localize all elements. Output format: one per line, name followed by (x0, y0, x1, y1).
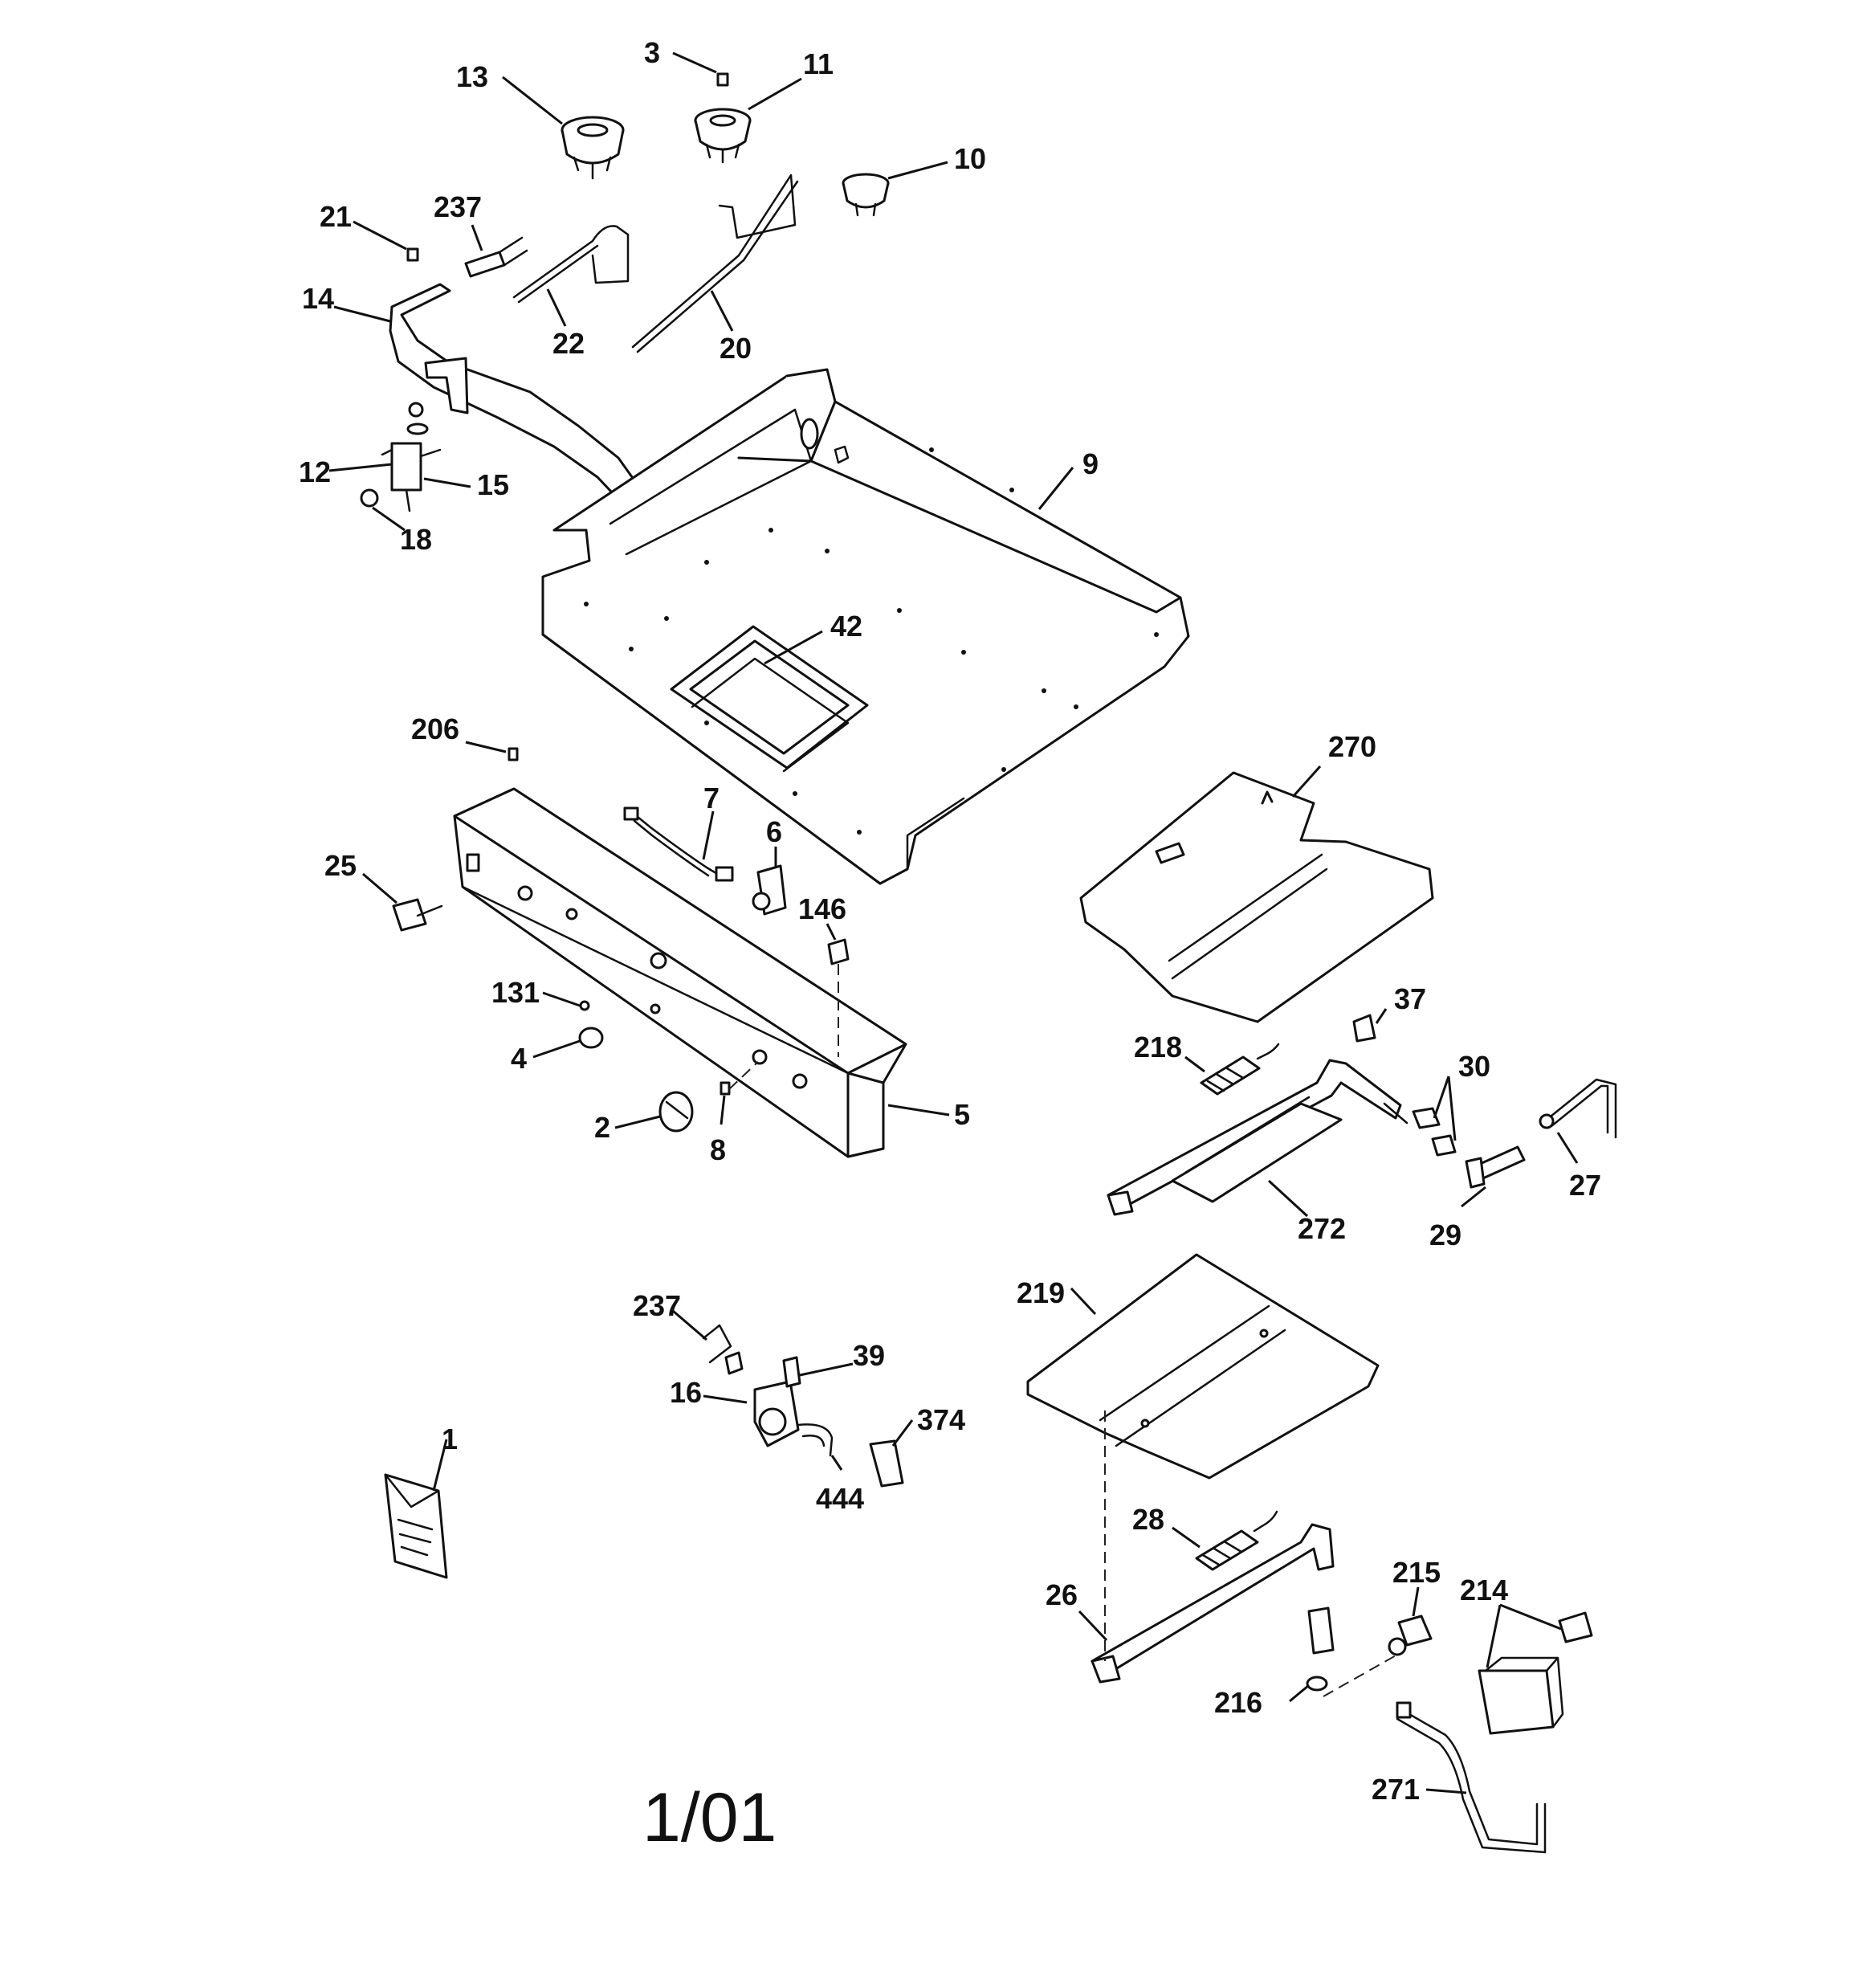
label-131: 131 (491, 976, 540, 1009)
label-271: 271 (1372, 1773, 1420, 1806)
label-237-top: 237 (434, 190, 482, 223)
gas-tube-20 (631, 173, 799, 353)
label-42: 42 (830, 610, 862, 643)
label-218: 218 (1134, 1031, 1182, 1063)
part-146 (827, 938, 850, 1057)
fittings-30 (1412, 1107, 1457, 1157)
label-219: 219 (1017, 1276, 1065, 1309)
label-1: 1 (442, 1423, 458, 1455)
label-444: 444 (816, 1482, 864, 1515)
bracket-37 (1352, 1014, 1376, 1043)
label-21: 21 (320, 200, 352, 233)
label-214: 214 (1460, 1574, 1508, 1606)
label-10: 10 (954, 142, 986, 175)
label-28: 28 (1132, 1503, 1164, 1536)
knob-2 (658, 1091, 694, 1133)
burner-head-13 (561, 116, 625, 180)
cover-plate-42 (670, 625, 869, 773)
label-4: 4 (511, 1042, 527, 1075)
label-39: 39 (853, 1339, 885, 1372)
label-22: 22 (552, 327, 585, 360)
tray-holes (584, 447, 1159, 835)
label-18: 18 (400, 523, 432, 556)
label-11: 11 (803, 47, 834, 80)
label-9: 9 (1082, 447, 1099, 480)
switch-6 (752, 864, 787, 916)
burner-head-10 (842, 173, 890, 217)
label-237-lower: 237 (633, 1289, 681, 1322)
label-12: 12 (299, 455, 331, 488)
label-5: 5 (954, 1098, 970, 1131)
label-272: 272 (1298, 1212, 1346, 1245)
valve-214 (1478, 1611, 1593, 1735)
wire-harness-7 (623, 806, 734, 882)
screw-206 (508, 747, 519, 761)
label-27: 27 (1569, 1169, 1601, 1202)
control-panel-5 (453, 787, 907, 1158)
label-215: 215 (1392, 1556, 1441, 1589)
label-37: 37 (1394, 982, 1426, 1015)
valve-12-15 (360, 402, 442, 512)
label-2: 2 (594, 1111, 610, 1144)
fitting-374 (869, 1439, 904, 1488)
gas-tube-22 (512, 225, 630, 304)
label-29: 29 (1429, 1219, 1461, 1251)
igniter-218 (1200, 1043, 1280, 1096)
screw-131 (579, 1000, 590, 1011)
parts-215-216 (1306, 1606, 1433, 1697)
label-14: 14 (302, 282, 334, 315)
label-30: 30 (1458, 1050, 1490, 1083)
label-206: 206 (411, 712, 459, 745)
label-146: 146 (798, 892, 846, 925)
label-7: 7 (703, 782, 720, 814)
fitting-237-lower (702, 1324, 744, 1375)
label-270: 270 (1328, 730, 1376, 763)
screw-8 (720, 1081, 731, 1096)
label-8: 8 (710, 1133, 726, 1166)
pan-270 (1079, 771, 1434, 1023)
label-3: 3 (644, 36, 660, 69)
label-15: 15 (477, 468, 509, 501)
pan-219 (1026, 1253, 1380, 1480)
leader-lines (328, 51, 1579, 1794)
burner-tube-26 (1090, 1410, 1335, 1684)
tube-27 (1539, 1078, 1617, 1139)
orifice-237-top (464, 236, 528, 278)
label-374: 374 (917, 1403, 965, 1436)
igniter-28 (1195, 1510, 1278, 1571)
label-20: 20 (720, 332, 752, 365)
label-6: 6 (766, 815, 782, 848)
label-216: 216 (1214, 1686, 1262, 1719)
revision-date: 1/01 (642, 1779, 777, 1856)
main-tray-9 (541, 368, 1190, 885)
baffle-272 (1171, 1096, 1343, 1203)
bezel-4 (578, 1027, 604, 1049)
part-labels: 13 3 11 10 21 237 14 22 20 9 12 15 18 42… (299, 36, 1601, 1806)
label-13: 13 (456, 60, 488, 93)
screw-21 (406, 247, 419, 262)
burner-head-11 (694, 108, 752, 164)
label-26: 26 (1046, 1578, 1078, 1611)
literature-envelope-1 (384, 1473, 448, 1579)
label-25: 25 (324, 849, 357, 882)
clip-25 (392, 898, 443, 932)
label-16: 16 (670, 1376, 702, 1409)
tube-271 (1396, 1701, 1547, 1854)
screw-3 (716, 72, 729, 87)
thermostat-39 (753, 1356, 834, 1457)
orifice-29 (1465, 1145, 1526, 1189)
